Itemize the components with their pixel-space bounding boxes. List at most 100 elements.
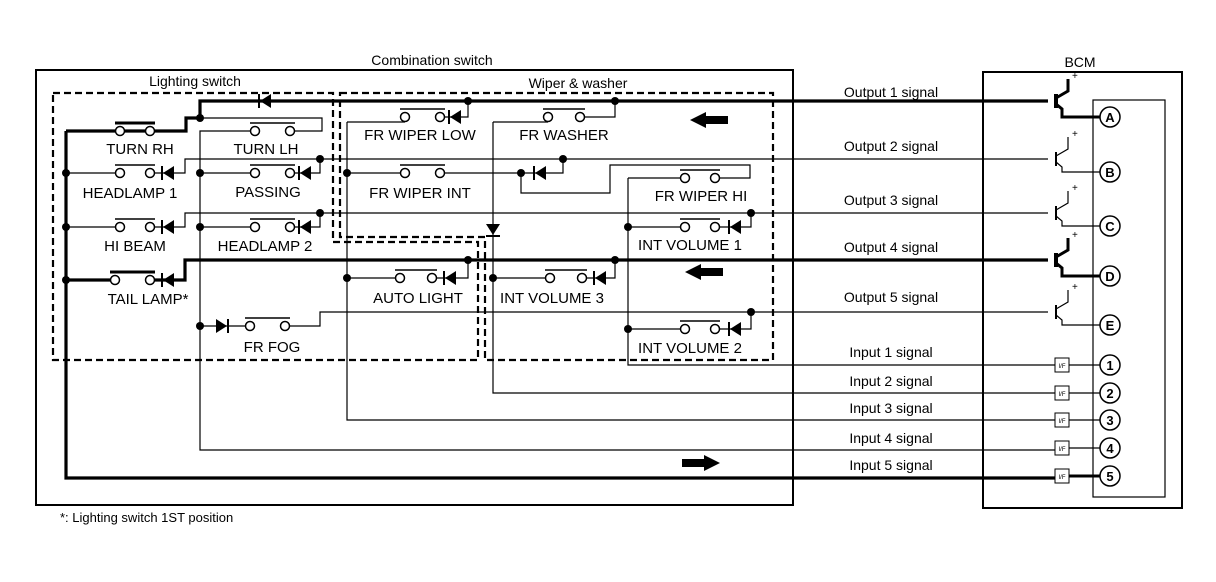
wire xyxy=(346,122,1058,421)
diode-icon xyxy=(535,166,546,180)
switch-contact xyxy=(249,221,261,233)
label-int-volume1: INT VOLUME 1 xyxy=(638,237,742,254)
terminal-label: 3 xyxy=(1106,413,1113,428)
junction-dot xyxy=(464,256,472,264)
plus-label: + xyxy=(1072,71,1078,82)
wire xyxy=(200,117,323,132)
arrow-left-icon xyxy=(685,264,723,280)
switch-contact xyxy=(542,111,554,123)
wire xyxy=(715,312,752,330)
thick-wire xyxy=(66,99,1048,133)
plus-label: + xyxy=(1072,230,1078,241)
switch-contact xyxy=(394,272,406,284)
terminal-label: E xyxy=(1106,318,1115,333)
lighting-switch-title: Lighting switch xyxy=(149,73,241,89)
switch-contact xyxy=(434,111,446,123)
terminal-2 xyxy=(1099,382,1121,404)
diode-icon xyxy=(163,166,174,180)
terminal-label: A xyxy=(1105,110,1115,125)
switch-contact xyxy=(114,221,126,233)
terminal-label: 4 xyxy=(1106,441,1114,456)
terminal-1 xyxy=(1099,354,1121,376)
terminal-A xyxy=(1099,106,1121,128)
diode-icon xyxy=(300,166,311,180)
junction-dot xyxy=(747,209,755,217)
diode-icon xyxy=(216,319,227,333)
plus-label: + xyxy=(1072,129,1078,140)
combination-switch-box xyxy=(35,69,794,506)
switch-contact xyxy=(426,272,438,284)
diode-icon xyxy=(730,220,741,234)
label-input4: Input 4 signal xyxy=(849,430,932,446)
junction-dot xyxy=(196,223,204,231)
thick-wire xyxy=(64,131,1058,480)
label-output5: Output 5 signal xyxy=(844,289,938,305)
switch-contact xyxy=(679,323,691,335)
terminal-label: 2 xyxy=(1106,386,1113,401)
terminal-4 xyxy=(1099,437,1121,459)
arrow-left-icon xyxy=(690,112,728,128)
switch-contact xyxy=(709,172,721,184)
terminal-B xyxy=(1099,161,1121,183)
transistor-collector xyxy=(1055,290,1069,310)
diode-icon xyxy=(450,110,461,124)
switch-contact xyxy=(709,323,721,335)
terminal-label: D xyxy=(1105,269,1114,284)
wire xyxy=(150,212,1048,228)
wiper-washer-title: Wiper & washer xyxy=(529,75,628,91)
switch-contact xyxy=(679,221,691,233)
label-int-volume3: INT VOLUME 3 xyxy=(500,290,604,307)
interface-label: I/F xyxy=(1059,475,1066,481)
junction-dot xyxy=(611,97,619,105)
label-turn-rh: TURN RH xyxy=(106,141,174,158)
switch-contact xyxy=(576,272,588,284)
terminal-label: 5 xyxy=(1106,469,1113,484)
transistor-emitter xyxy=(1055,261,1100,278)
plus-label: + xyxy=(1072,282,1078,293)
interface-label: I/F xyxy=(1059,392,1066,398)
junction-dot xyxy=(559,155,567,163)
lighting-switch-group xyxy=(51,91,480,362)
label-passing: PASSING xyxy=(235,184,301,201)
diode-icon xyxy=(260,94,271,108)
label-headlamp2: HEADLAMP 2 xyxy=(218,238,313,255)
switch-contact xyxy=(709,221,721,233)
bcm-title: BCM xyxy=(1064,54,1095,70)
label-output4: Output 4 signal xyxy=(844,239,938,255)
switch-contact xyxy=(279,320,291,332)
wiper-washer-group xyxy=(338,91,775,362)
transistor-collector xyxy=(1055,79,1070,100)
switch-contact xyxy=(284,167,296,179)
switch-contact xyxy=(399,167,411,179)
label-fr-wiper-int: FR WIPER INT xyxy=(369,185,471,202)
label-auto-light: AUTO LIGHT xyxy=(373,290,463,307)
plus-label: + xyxy=(1072,183,1078,194)
label-input5: Input 5 signal xyxy=(849,457,932,473)
label-input3: Input 3 signal xyxy=(849,400,932,416)
junction-dot xyxy=(196,114,204,122)
switch-contact xyxy=(679,172,691,184)
junction-dot xyxy=(464,97,472,105)
label-output1: Output 1 signal xyxy=(844,84,938,100)
label-input1: Input 1 signal xyxy=(849,344,932,360)
label-fr-wiper-hi: FR WIPER HI xyxy=(655,188,748,205)
label-int-volume2: INT VOLUME 2 xyxy=(638,340,742,357)
switch-contact xyxy=(249,125,261,137)
switch-contact xyxy=(109,274,121,286)
wire xyxy=(492,122,1058,394)
switch-contact xyxy=(544,272,556,284)
junction-dot xyxy=(62,223,70,231)
wire xyxy=(582,260,616,279)
bcm-box xyxy=(982,71,1183,509)
label-fr-washer: FR WASHER xyxy=(519,127,609,144)
junction-dot xyxy=(611,256,619,264)
junction-dot xyxy=(343,274,351,282)
terminal-label: C xyxy=(1105,219,1115,234)
bcm-connector-box xyxy=(1092,99,1166,498)
terminal-E xyxy=(1099,314,1121,336)
label-output2: Output 2 signal xyxy=(844,138,938,154)
wire xyxy=(440,159,564,174)
label-tail-lamp: TAIL LAMP* xyxy=(108,291,189,308)
label-output3: Output 3 signal xyxy=(844,192,938,208)
